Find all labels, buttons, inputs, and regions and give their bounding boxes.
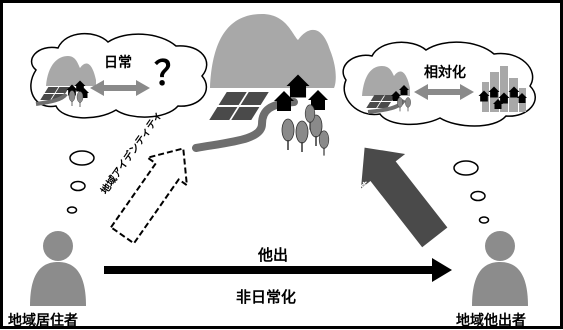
person-icon [30, 231, 86, 306]
thought-bubbles-outsider [453, 160, 490, 224]
hometown-scene [192, 14, 336, 157]
migration-label: 他出 [258, 246, 289, 264]
relativize-label: 相対化 [424, 65, 466, 81]
identity-arrow-solid [361, 147, 448, 248]
mountain-icon [46, 56, 96, 86]
mountain-icon [210, 14, 336, 88]
resident-label: 地域居住者 [8, 313, 78, 329]
double-arrow-icon [90, 80, 150, 96]
non-everyday-label: 非日常化 [236, 288, 297, 306]
migration-arrow [104, 258, 452, 282]
rice-field-icon [209, 92, 269, 120]
rice-field-icon [366, 95, 396, 108]
thought-cloud-resident [30, 32, 208, 119]
person-icon [472, 231, 528, 306]
everyday-label: 日常 [104, 55, 132, 71]
question-mark-icon: ？ [154, 54, 188, 94]
thought-cloud-outsider [342, 41, 536, 127]
mountain-icon [362, 66, 410, 96]
identity-arrow-dashed [109, 147, 189, 245]
road-icon [35, 92, 68, 106]
outsider-label: 地域他出者 [456, 313, 526, 329]
double-arrow-icon [414, 84, 474, 100]
road-icon [192, 98, 298, 152]
thought-bubbles-resident [66, 150, 95, 214]
